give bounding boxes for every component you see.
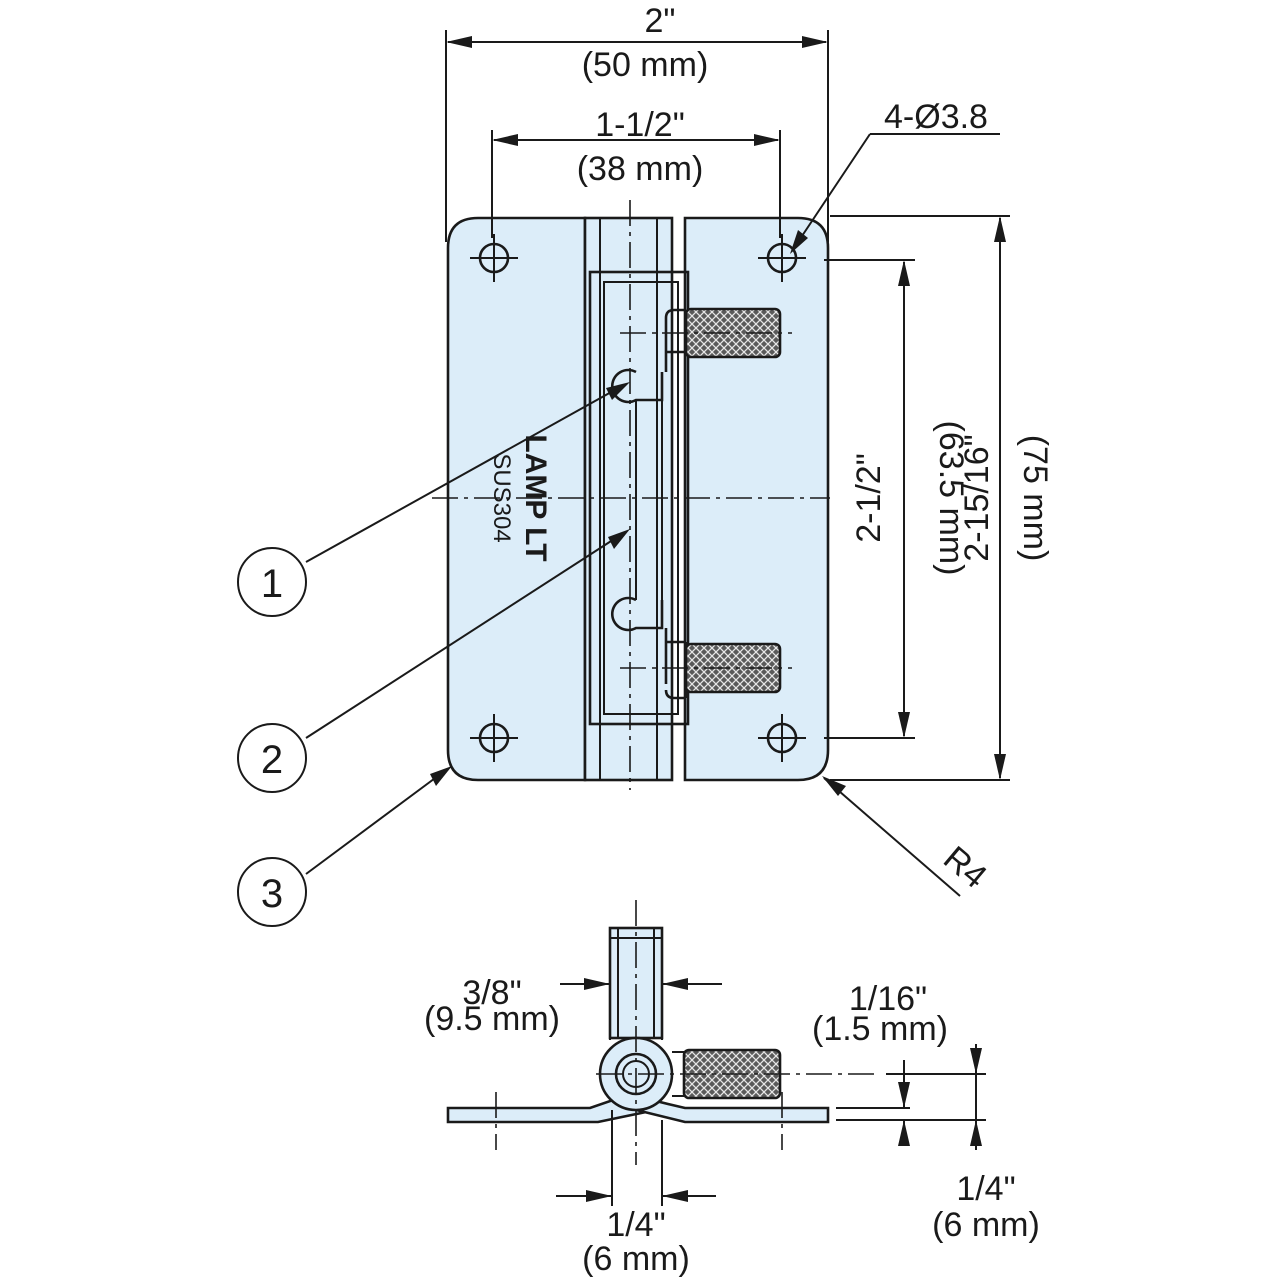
side-view: 3/8" (9.5 mm) 1/16" (1.5 mm) 1/4" (6 mm): [424, 900, 1040, 1278]
lower-plunger-stem: [664, 628, 688, 700]
callouts: 1 2 3: [237, 382, 630, 927]
svg-text:3: 3: [261, 872, 283, 916]
callout-3: 1: [237, 382, 630, 617]
pin-diameter-inch: 3/8": [462, 974, 521, 1012]
holes-note-leader: 4-Ø3.8: [790, 98, 1000, 254]
overall-height-dimension: 2-15/16" (75 mm): [830, 215, 1054, 781]
overall-width-inch: 2": [645, 2, 676, 40]
overall-width-mm: (50 mm): [582, 46, 709, 84]
mounting-hole-bottom-left: [470, 714, 518, 762]
leaf-thickness-inch: 1/16": [849, 980, 927, 1018]
hole-spacing-height-inch: 2-1/2": [850, 453, 888, 543]
lower-slot: [610, 596, 664, 632]
knob-offset-dimension: 1/4" (6 mm): [886, 1044, 1040, 1244]
svg-text:1: 1: [261, 562, 283, 606]
corner-radius: R4: [936, 839, 994, 896]
top-view: LAMP LT SUS304 2" (50 mm) 1-1/2" (38 mm): [432, 2, 1054, 897]
brand-marking: LAMP LT: [519, 434, 552, 561]
hole-spacing-width-mm: (38 mm): [577, 150, 704, 188]
pin-diameter-mm: (9.5 mm): [424, 1000, 560, 1038]
overall-height-inch: 2-15/16": [958, 434, 996, 561]
overall-width-dimension: 2" (50 mm): [445, 2, 829, 242]
mounting-hole-top-right: [758, 234, 806, 282]
svg-text:2: 2: [261, 738, 283, 782]
barrel-knuckle: [583, 216, 674, 782]
hole-spacing-width-dimension: 1-1/2" (38 mm): [491, 106, 781, 238]
holes-note: 4-Ø3.8: [884, 98, 988, 136]
mounting-hole-bottom-right: [758, 714, 806, 762]
leaf-thickness-dimension: 1/16" (1.5 mm): [812, 980, 948, 1146]
barrel-width-inch: 1/4": [606, 1206, 665, 1244]
material-marking: SUS304: [488, 453, 515, 542]
hole-spacing-height-mm: (63.5 mm): [932, 421, 970, 576]
left-leaf: [446, 216, 587, 782]
pin-diameter-dimension: 3/8" (9.5 mm): [424, 960, 722, 1040]
right-leaf: [683, 216, 830, 782]
overall-height-mm: (75 mm): [1016, 435, 1054, 562]
knob-offset-mm: (6 mm): [932, 1206, 1040, 1244]
barrel-width-mm: (6 mm): [582, 1240, 690, 1278]
mounting-hole-top-left: [470, 234, 518, 282]
callout-1: 3: [237, 766, 452, 927]
leaf-thickness-mm: (1.5 mm): [812, 1010, 948, 1048]
corner-radius-leader: R4: [822, 776, 994, 897]
hole-spacing-width-inch: 1-1/2": [595, 106, 685, 144]
knob-offset-inch: 1/4": [956, 1170, 1015, 1208]
barrel-width-dimension: 1/4" (6 mm): [556, 1110, 716, 1278]
hole-spacing-height-dimension: 2-1/2" (63.5 mm): [824, 259, 970, 739]
callout-2: 2: [237, 529, 630, 793]
